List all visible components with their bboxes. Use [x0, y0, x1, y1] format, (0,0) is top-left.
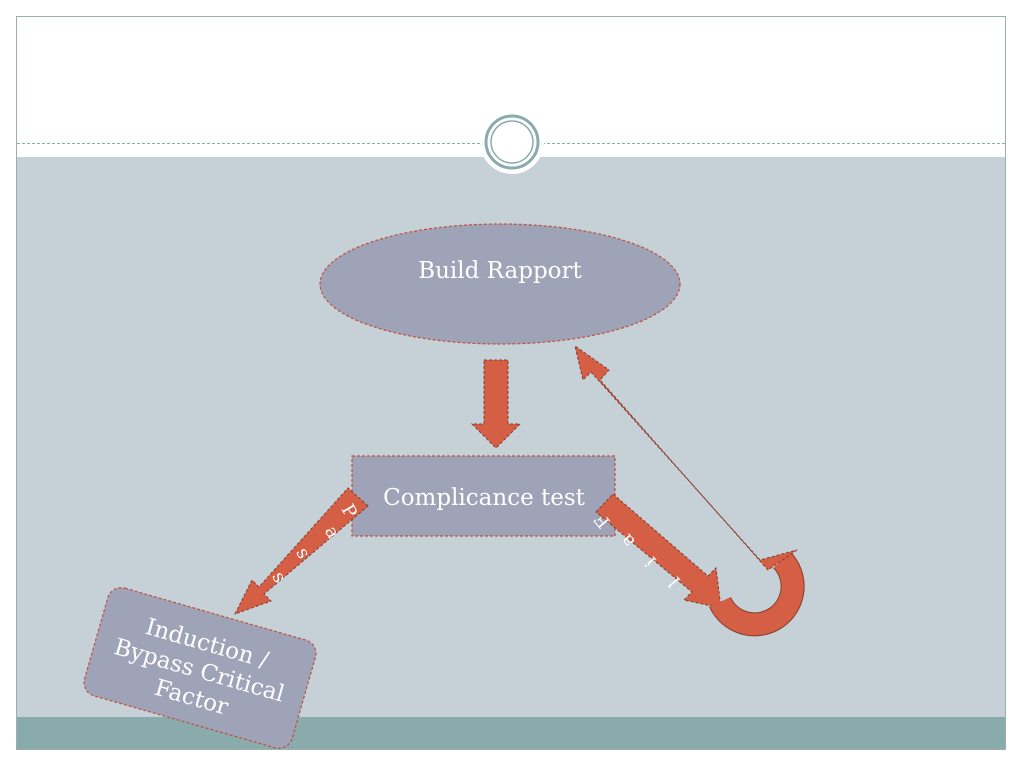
- node-build-rapport: Build Rapport: [319, 223, 681, 345]
- arrow-fail-icon: F a i l: [591, 493, 722, 609]
- arrow-return-icon: [574, 344, 805, 637]
- slide-footer-band: [17, 717, 1005, 749]
- arrow-down-icon: [470, 359, 522, 449]
- ornament-circle-icon: [480, 110, 544, 174]
- node-compliance-test-label: Complicance test: [383, 485, 586, 511]
- arrow-pass-icon: P a s s: [233, 487, 369, 615]
- node-induction-bypass: Induction / Bypass Critical Factor: [83, 587, 317, 749]
- node-compliance-test: Complicance test: [351, 455, 616, 537]
- node-build-rapport-label: Build Rapport: [418, 258, 582, 284]
